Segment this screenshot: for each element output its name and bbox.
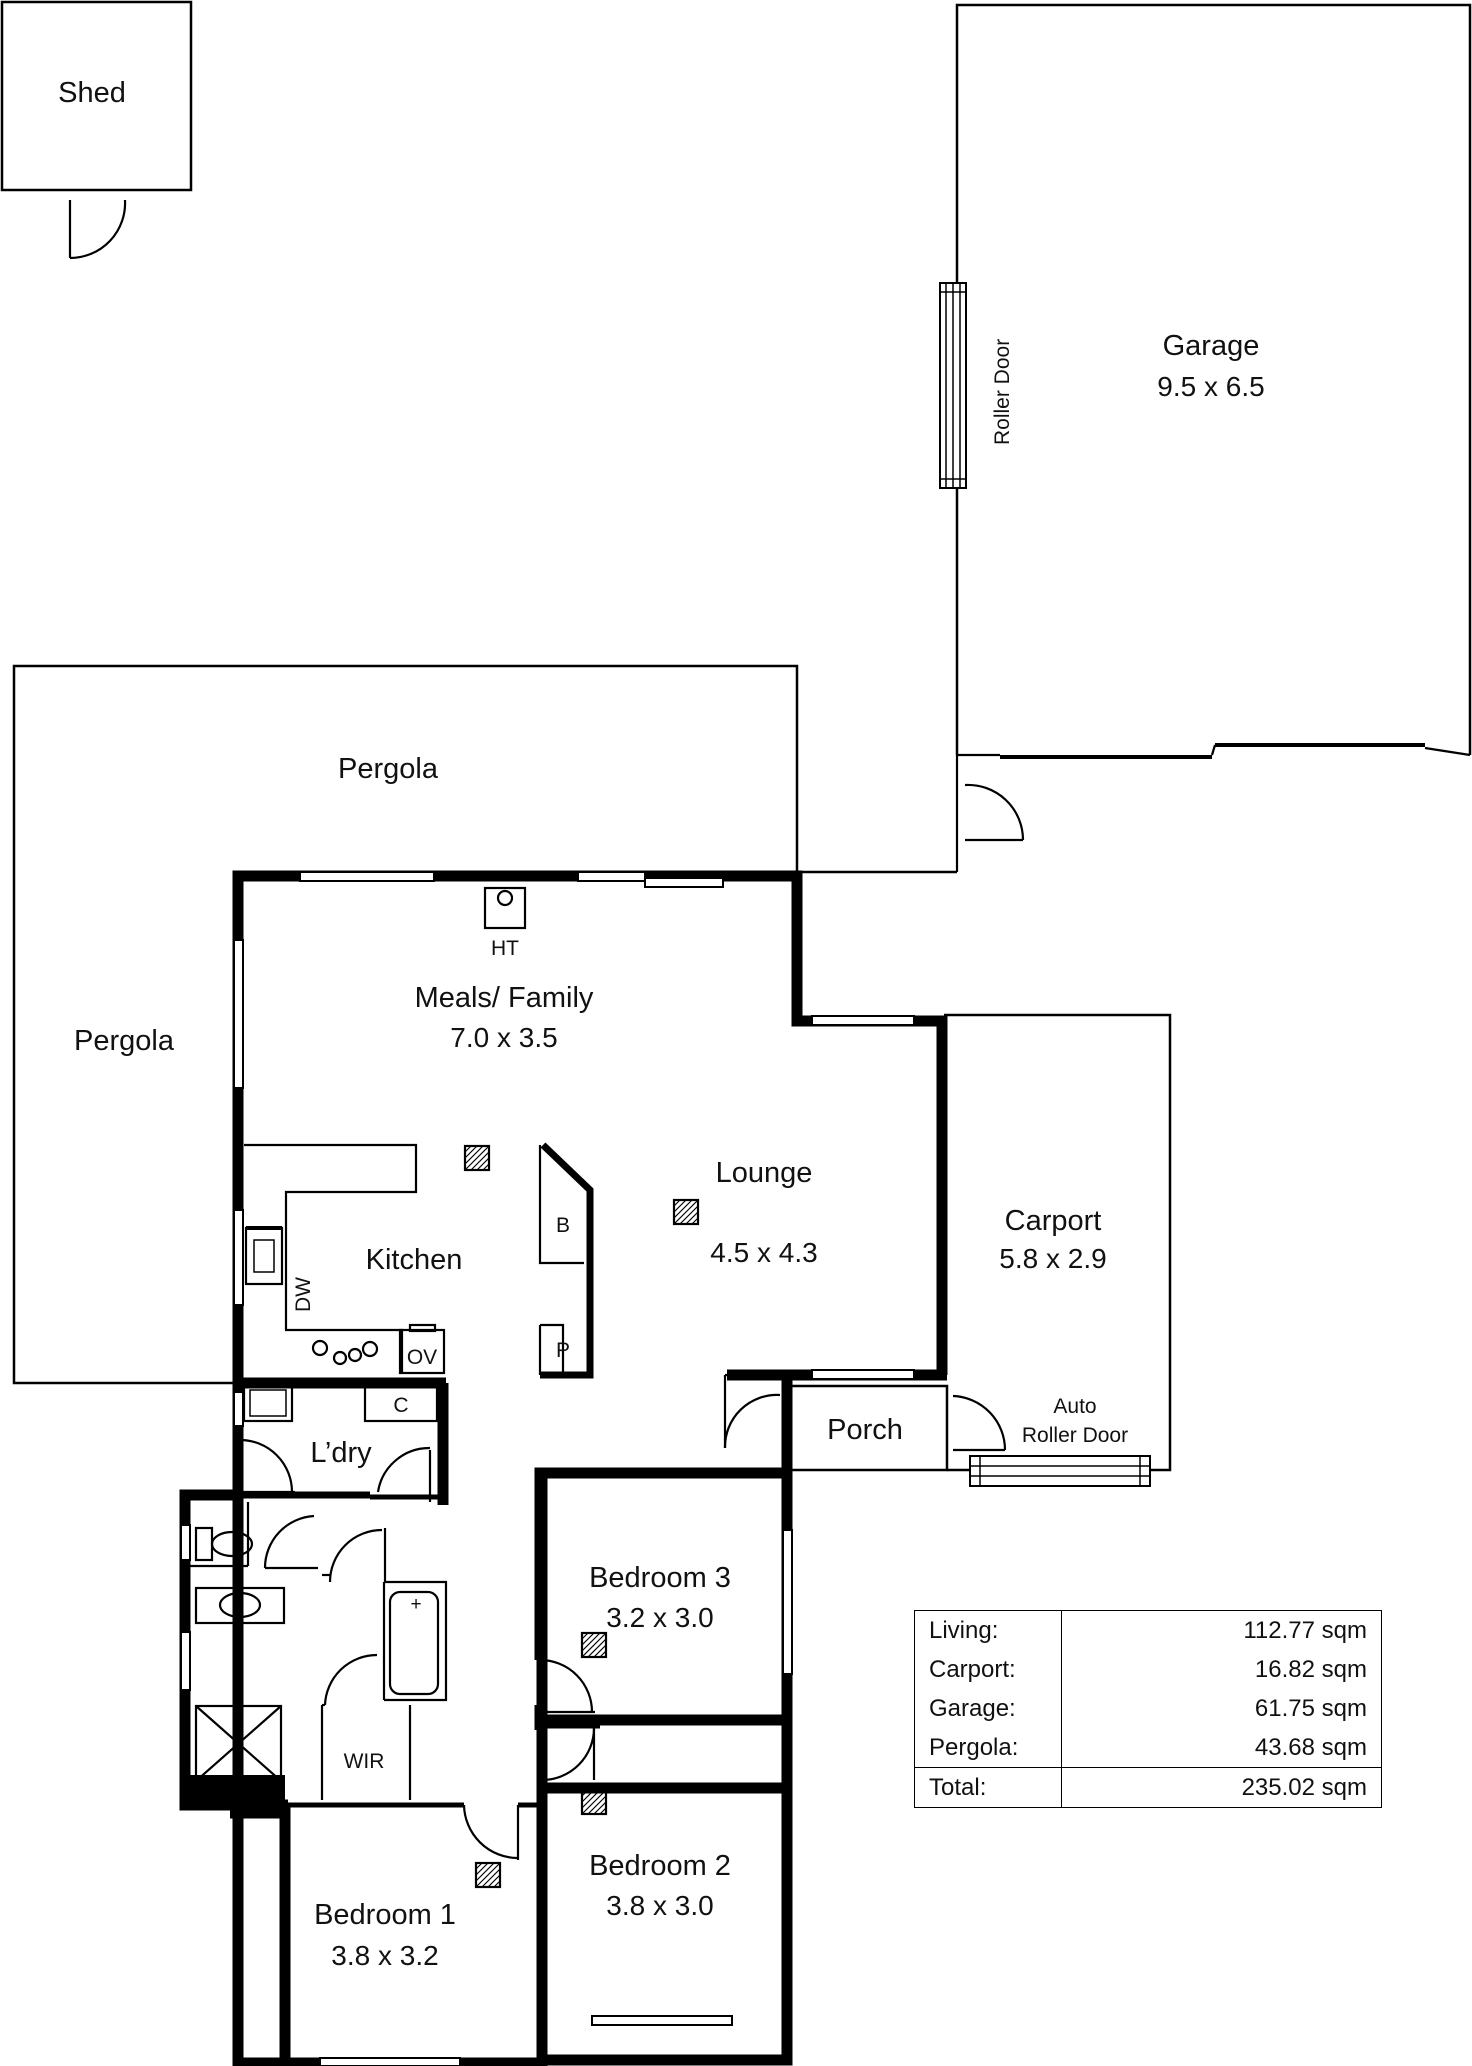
windows	[180, 871, 915, 2066]
pantry-label: P	[556, 1339, 570, 1362]
bedroom3-dims: 3.2 x 3.0	[606, 1602, 713, 1633]
svg-text:+: +	[410, 1594, 421, 1615]
window-meals-2	[577, 871, 646, 882]
sink-icon	[244, 1226, 284, 1286]
window-meals-3	[644, 877, 724, 888]
bedroom3-label: Bedroom 3	[589, 1562, 731, 1594]
window-bath	[180, 1631, 191, 1691]
lounge-label: Lounge	[716, 1157, 813, 1189]
area-label: Living:	[914, 1610, 1062, 1650]
table-row: Living: 112.77 sqm	[914, 1610, 1382, 1650]
window-laundry	[233, 1391, 244, 1427]
auto-roller-door-label-2: Roller Door	[1022, 1424, 1128, 1447]
cupboard-icon	[363, 1383, 439, 1423]
window-bedroom3	[782, 1529, 793, 1675]
shower-icon	[194, 1704, 283, 1783]
window-bedroom1	[319, 2057, 461, 2066]
garage-label: Garage	[1163, 330, 1260, 362]
doors	[462, 1373, 785, 1860]
auto-roller-door-icon	[969, 1455, 1151, 1487]
garage-dims: 9.5 x 6.5	[1157, 371, 1264, 402]
bathroom-fixtures: +	[190, 1502, 448, 1783]
table-row-total: Total: 235.02 sqm	[914, 1767, 1382, 1808]
shed: Shed	[0, 0, 193, 260]
bedroom2-dims: 3.8 x 3.0	[606, 1890, 713, 1921]
auto-roller-door-label-1: Auto	[1053, 1395, 1096, 1418]
carport-dims: 5.8 x 2.9	[999, 1243, 1106, 1274]
meals-family-dims: 7.0 x 3.5	[450, 1022, 557, 1053]
laundry-label: L’dry	[310, 1437, 372, 1469]
table-row: Pergola: 43.68 sqm	[914, 1728, 1382, 1768]
porch: Porch	[790, 1384, 949, 1472]
wir: WIR	[320, 1653, 412, 1800]
area-value: 16.82 sqm	[1061, 1650, 1382, 1689]
table-row: Carport: 16.82 sqm	[914, 1650, 1382, 1689]
window-lounge	[811, 1015, 915, 1026]
carport-label: Carport	[1005, 1205, 1102, 1237]
window-meals-1	[299, 871, 435, 882]
pergola-top-label: Pergola	[338, 753, 439, 785]
roller-door-label: Roller Door	[991, 339, 1014, 445]
vanity-icon	[194, 1586, 286, 1625]
pergola-left-label: Pergola	[74, 1025, 175, 1057]
meals-family-label: Meals/ Family	[415, 982, 594, 1014]
window-kitchen	[233, 1209, 244, 1306]
basin-icon	[218, 1591, 262, 1619]
cupboard-label: C	[393, 1394, 408, 1417]
porch-label: Porch	[827, 1414, 903, 1446]
smoke-detectors	[463, 1144, 700, 1889]
area-label: Pergola:	[914, 1728, 1062, 1768]
window-meals-west	[233, 939, 244, 1089]
area-value: 112.77 sqm	[1061, 1610, 1382, 1650]
area-value: 61.75 sqm	[1061, 1689, 1382, 1728]
carport: Carport 5.8 x 2.9 Auto Roller Door	[944, 1013, 1172, 1487]
lounge-dims: 4.5 x 4.3	[710, 1237, 817, 1268]
bathtub-icon	[388, 1590, 440, 1696]
toilet-icon	[210, 1530, 254, 1558]
bedroom1-label: Bedroom 1	[314, 1899, 456, 1931]
hot-water-icon	[483, 886, 527, 930]
bar-label: B	[556, 1214, 570, 1237]
area-value: 43.68 sqm	[1061, 1728, 1382, 1768]
kitchen-label: Kitchen	[366, 1244, 463, 1276]
total-value: 235.02 sqm	[1061, 1767, 1382, 1808]
garage: Roller Door Garage 9.5 x 6.5	[939, 3, 1472, 872]
cooktop-icon	[311, 1339, 329, 1357]
window-toilet	[180, 1524, 191, 1561]
trough-icon	[242, 1383, 294, 1423]
shed-label: Shed	[58, 77, 126, 109]
wir-label: WIR	[344, 1750, 385, 1773]
laundry-fixtures: C	[239, 1383, 439, 1502]
window-bedroom2	[591, 2015, 733, 2026]
total-label: Total:	[914, 1767, 1062, 1808]
room-labels: Meals/ Family 7.0 x 3.5 Lounge 4.5 x 4.3…	[310, 982, 817, 1971]
toilet-cistern-icon	[194, 1526, 214, 1562]
oven-label: OV	[407, 1346, 437, 1369]
bedroom1-dims: 3.8 x 3.2	[331, 1940, 438, 1971]
hot-water-label: HT	[491, 937, 519, 960]
area-label: Garage:	[914, 1689, 1062, 1728]
table-row: Garage: 61.75 sqm	[914, 1689, 1382, 1728]
dishwasher-label: DW	[292, 1277, 315, 1312]
bedroom2-label: Bedroom 2	[589, 1850, 731, 1882]
area-summary-table: Living: 112.77 sqm Carport: 16.82 sqm Ga…	[914, 1610, 1382, 1808]
area-label: Carport:	[914, 1650, 1062, 1689]
kitchen-fixtures: DW OV B P HT	[244, 886, 594, 1379]
window-porch	[811, 1369, 915, 1380]
pergola: Pergola Pergola	[12, 664, 957, 1385]
